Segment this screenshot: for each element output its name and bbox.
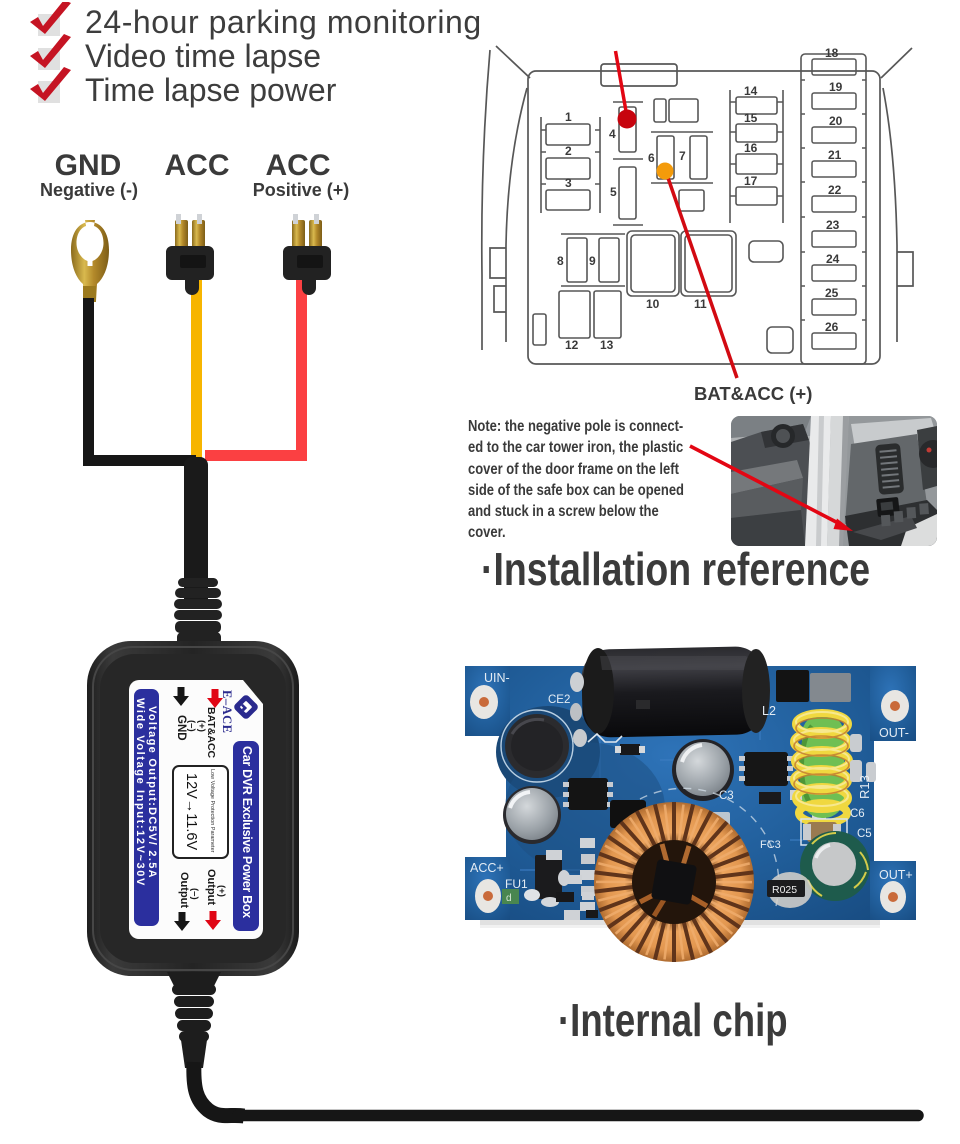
svg-text:21: 21 <box>828 148 842 162</box>
svg-text:CE2: CE2 <box>548 694 570 706</box>
svg-text:UIN-: UIN- <box>484 671 510 685</box>
svg-text:5: 5 <box>610 185 617 199</box>
svg-text:2: 2 <box>565 144 572 158</box>
svg-text:FC3: FC3 <box>760 839 781 851</box>
svg-text:18: 18 <box>825 46 839 60</box>
svg-text:17: 17 <box>744 174 758 188</box>
svg-text:C5: C5 <box>857 828 872 840</box>
svg-text:25: 25 <box>825 286 839 300</box>
svg-text:22: 22 <box>828 183 842 197</box>
svg-text:20: 20 <box>829 114 843 128</box>
svg-text:23: 23 <box>826 218 840 232</box>
svg-text:15: 15 <box>744 111 758 125</box>
svg-text:19: 19 <box>829 80 843 94</box>
svg-text:26: 26 <box>825 320 839 334</box>
svg-text:16: 16 <box>744 141 758 155</box>
svg-text:12: 12 <box>565 338 579 352</box>
svg-text:OUT+: OUT+ <box>879 868 913 882</box>
svg-text:3: 3 <box>565 176 572 190</box>
svg-text:d: d <box>506 893 512 904</box>
svg-text:11: 11 <box>694 297 707 311</box>
svg-text:10: 10 <box>646 297 660 311</box>
svg-text:8: 8 <box>557 254 564 268</box>
svg-text:14: 14 <box>744 84 758 98</box>
svg-text:R13: R13 <box>857 775 872 799</box>
svg-text:7: 7 <box>679 149 686 163</box>
svg-text:13: 13 <box>600 338 614 352</box>
svg-text:OUT-: OUT- <box>879 726 909 740</box>
svg-text:4: 4 <box>609 127 616 141</box>
svg-text:C6: C6 <box>850 808 865 820</box>
svg-text:C3: C3 <box>719 790 734 802</box>
svg-text:6: 6 <box>648 151 655 165</box>
svg-text:L2: L2 <box>762 704 776 718</box>
svg-text:BAT&ACC (+): BAT&ACC (+) <box>694 383 812 404</box>
svg-text:ACC+: ACC+ <box>470 861 504 875</box>
svg-text:1: 1 <box>565 110 572 124</box>
svg-text:R025: R025 <box>772 884 797 896</box>
svg-text:FU1: FU1 <box>505 877 528 891</box>
svg-text:9: 9 <box>589 254 596 268</box>
svg-text:24: 24 <box>826 252 840 266</box>
